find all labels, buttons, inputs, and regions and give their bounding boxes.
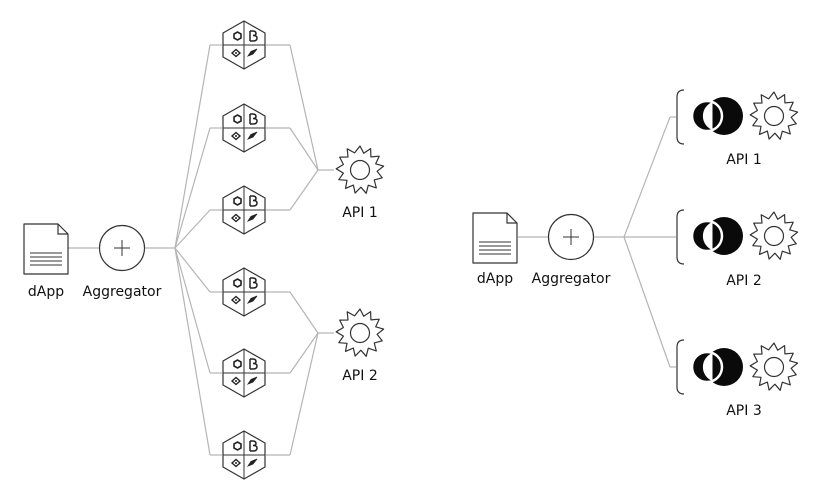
api-gear-icon xyxy=(749,342,799,391)
dapp-document-icon xyxy=(472,212,518,264)
api-label: API 1 xyxy=(342,205,378,221)
data-source-logo-icon xyxy=(690,346,745,388)
api-gear-icon xyxy=(335,308,385,357)
aggregator-label: Aggregator xyxy=(532,271,611,287)
data-source-logo-icon xyxy=(690,215,745,257)
api-gear-icon xyxy=(749,211,799,260)
oracle-node-icon xyxy=(222,267,266,317)
aggregator-plus-icon xyxy=(547,213,595,261)
api-group: API 1 xyxy=(676,89,799,168)
left-connectors xyxy=(68,44,334,456)
dapp-label: dApp xyxy=(28,284,64,300)
aggregator-label: Aggregator xyxy=(83,284,162,300)
dapp-label: dApp xyxy=(477,271,513,287)
oracle-node-icon xyxy=(222,348,266,398)
api-label: API 2 xyxy=(726,273,762,289)
oracle-node-icon xyxy=(222,185,266,235)
left-diagram: dApp Aggregator API 1 API 2 xyxy=(23,20,385,480)
api-gear-icon xyxy=(749,91,799,140)
api-group: API 2 xyxy=(676,209,799,289)
api-label: API 3 xyxy=(726,403,762,419)
oracle-node-icon xyxy=(222,103,266,153)
right-connectors xyxy=(518,116,676,368)
oracle-node-icon xyxy=(222,430,266,480)
aggregator-plus-icon xyxy=(98,224,146,272)
api-label: API 1 xyxy=(726,152,762,168)
right-diagram: dApp Aggregator API 1 API 2 API 3 xyxy=(472,89,799,419)
api-gear-icon xyxy=(335,145,385,194)
data-source-logo-icon xyxy=(690,95,745,137)
dapp-document-icon xyxy=(23,223,69,275)
oracle-node-icon xyxy=(222,20,266,70)
api-label: API 2 xyxy=(342,368,378,384)
api-group: API 3 xyxy=(676,339,799,419)
